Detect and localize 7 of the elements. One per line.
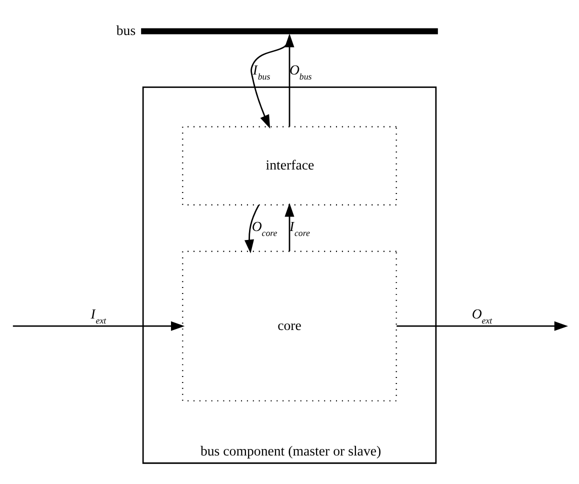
node-label: bus [116,22,136,38]
edge-label: I$_{bus}$ [252,62,270,82]
edge-label: I$_{core}$ [290,218,310,238]
edge-label: O$_{ext}$ [472,306,492,326]
edge-label: O$_{core}$ [252,218,278,238]
edge-label: I$_{ext}$ [90,306,106,326]
edge-label: O$_{bus}$ [290,62,312,82]
